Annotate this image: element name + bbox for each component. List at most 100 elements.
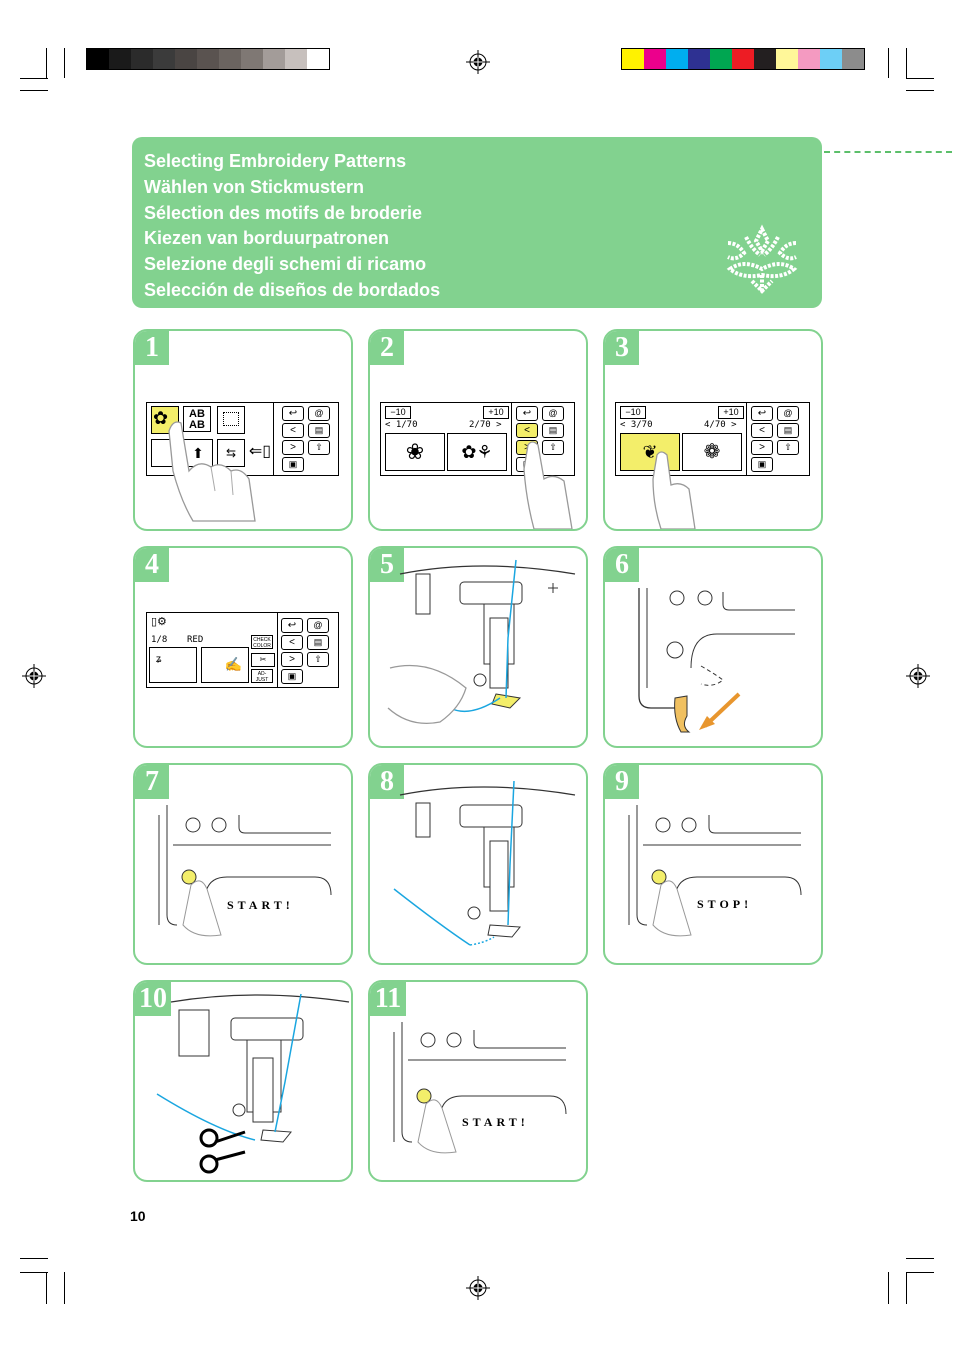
color-swatch [666, 49, 688, 69]
header-titles: Selecting Embroidery Patterns Wählen von… [144, 149, 440, 304]
save-key[interactable]: ⇧ [308, 440, 330, 455]
step-number: 3 [605, 331, 639, 365]
prev-key[interactable]: < [751, 423, 773, 438]
presser-foot-lever-illustration [638, 588, 795, 733]
back-key[interactable]: ↩ [281, 618, 303, 633]
prev-key[interactable]: < [282, 423, 304, 438]
color-swatch [842, 49, 864, 69]
color-swatch [776, 49, 798, 69]
pattern-preview-large: ✍ [201, 647, 249, 683]
exit-icon[interactable]: ⇐▯ [248, 443, 272, 460]
check-color-key[interactable]: CHECK COLOR [251, 635, 273, 649]
start-button-illustration [158, 805, 332, 937]
pointing-hand [652, 451, 696, 529]
plus10-button[interactable]: +10 [718, 406, 744, 419]
back-key[interactable]: ↩ [751, 406, 773, 421]
color-swatch [754, 49, 776, 69]
flower-icon: ✿ [153, 408, 169, 428]
usb-key[interactable]: ⇆ [217, 439, 245, 467]
crop-mark [64, 48, 65, 78]
save-key[interactable]: ⇧ [307, 652, 329, 667]
step-card-10: 10 [133, 980, 353, 1182]
crop-mark [888, 1272, 889, 1304]
save-key[interactable]: ⇧ [777, 440, 799, 455]
step-number: 4 [135, 548, 169, 582]
frame-pattern-key[interactable] [217, 406, 245, 434]
plus10-button[interactable]: +10 [483, 406, 509, 419]
settings-key[interactable]: ▤ [307, 635, 329, 650]
help-key[interactable]: @ [777, 406, 799, 421]
help-key[interactable]: @ [542, 406, 564, 421]
color-swatch [87, 49, 109, 69]
side-keys: ↩ @ < ▤ > ⇧ ▣ [282, 406, 334, 476]
step-number: 7 [135, 765, 169, 799]
crop-mark [888, 48, 889, 78]
color-swatch [219, 49, 241, 69]
pattern-basket-thumbnail[interactable]: ❀ [385, 433, 445, 471]
pattern-branch-thumbnail[interactable]: ❦ [620, 433, 680, 471]
crop-mark [20, 90, 48, 91]
thread-trim-illustration [156, 993, 350, 1174]
start-label: START! [227, 898, 294, 912]
back-key[interactable]: ↩ [282, 406, 304, 421]
step-number: 1 [135, 331, 169, 365]
next-key[interactable]: > [282, 440, 304, 455]
settings-key[interactable]: ▤ [542, 423, 564, 438]
title-es: Selección de diseños de bordados [144, 279, 441, 300]
color-swatch [153, 49, 175, 69]
color-swatch [732, 49, 754, 69]
crop-mark [20, 78, 48, 79]
side-keys: ↩ @ < ▤ > ⇧ ▣ [281, 618, 333, 688]
color-swatch [175, 49, 197, 69]
crop-mark [20, 1258, 48, 1259]
crop-mark [906, 1258, 934, 1259]
back-key[interactable]: ↩ [516, 406, 538, 421]
frame-key[interactable]: ▣ [751, 457, 773, 472]
color-swatch [307, 49, 329, 69]
page-number: 10 [130, 1208, 146, 1224]
registration-mark [21, 663, 47, 689]
pattern-flower-thumbnail[interactable]: ❁ [682, 433, 742, 471]
crop-mark [20, 1272, 48, 1273]
help-key[interactable]: @ [307, 618, 329, 633]
divider [746, 403, 747, 475]
thread-spool-icon: ▯⚙ [151, 616, 167, 628]
page-indicator-left: < 3/70 [620, 420, 653, 430]
crop-mark [906, 1272, 907, 1304]
minus10-button[interactable]: −10 [385, 406, 411, 419]
step-card-5: 5 [368, 546, 588, 748]
help-key[interactable]: @ [308, 406, 330, 421]
pattern-cart-thumbnail[interactable]: ✿⚘ [447, 433, 507, 471]
settings-key[interactable]: ▤ [308, 423, 330, 438]
adjust-key[interactable]: AD- JUST [251, 669, 273, 683]
cmyk-color-bar [621, 48, 865, 70]
step-number: 6 [605, 548, 639, 582]
next-key[interactable]: > [281, 652, 303, 667]
save-key[interactable]: ⇧ [542, 440, 564, 455]
prev-key[interactable]: < [281, 635, 303, 650]
step-card-3: 3 −10 +10 < 3/70 4/70 > ❦ ❁ ↩ @ < ▤ > ⇧ … [603, 329, 823, 531]
prev-key[interactable]: < [516, 423, 538, 438]
frame-key[interactable]: ▣ [281, 669, 303, 684]
color-swatch [622, 49, 644, 69]
trim-key[interactable]: ✂ [251, 653, 275, 667]
color-swatch [109, 49, 131, 69]
title-nl: Kiezen van borduurpatronen [144, 228, 390, 249]
title-fr: Sélection des motifs de broderie [144, 202, 423, 223]
start-label: START! [462, 1115, 529, 1129]
step-number: 10 [135, 982, 171, 1016]
pointing-hand [523, 441, 573, 529]
minus10-button[interactable]: −10 [620, 406, 646, 419]
section-header: Selecting Embroidery Patterns Wählen von… [132, 137, 822, 308]
registration-mark [465, 49, 491, 75]
crop-mark [64, 1272, 65, 1304]
registration-mark [905, 663, 931, 689]
next-key[interactable]: > [751, 440, 773, 455]
settings-key[interactable]: ▤ [777, 423, 799, 438]
embroidery-key[interactable] [151, 406, 179, 434]
frame-key[interactable]: ▣ [282, 457, 304, 472]
page-indicator-left: < 1/70 [385, 420, 418, 430]
step-number: 8 [370, 765, 404, 799]
crop-mark [906, 78, 934, 79]
